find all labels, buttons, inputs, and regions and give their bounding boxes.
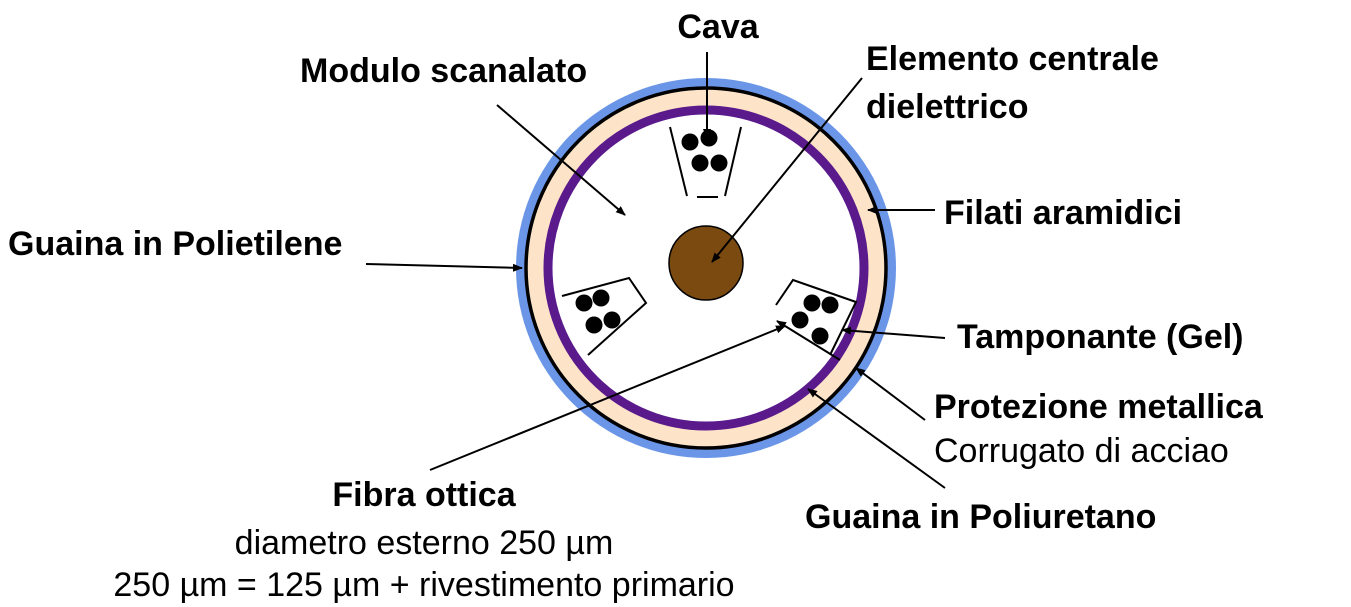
slot-top — [669, 126, 742, 198]
label-dielettrico: dielettrico — [866, 88, 1028, 126]
label-fibra-rivestimento: 250 µm = 125 µm + rivestimento primario — [113, 566, 734, 604]
cable-cross-section — [516, 78, 896, 458]
label-modulo-scanalato: Modulo scanalato — [300, 52, 587, 90]
leader-tamponante — [841, 326, 946, 339]
leader-fibra-2 — [776, 320, 841, 361]
label-guaina-poliuretano: Guaina in Poliuretano — [805, 498, 1156, 536]
optical-fiber — [592, 289, 610, 307]
label-cava: Cava — [677, 8, 759, 46]
central-dielectric-element — [668, 225, 744, 301]
label-tamponante: Tamponante (Gel) — [957, 318, 1244, 356]
optical-fiber — [791, 311, 809, 329]
label-corrugato: Corrugato di acciao — [934, 432, 1229, 470]
label-filati-aramidici: Filati aramidici — [944, 194, 1182, 232]
leader-guaina-pe — [365, 263, 523, 272]
label-guaina-polietilene: Guaina in Polietilene — [8, 225, 342, 263]
leader-fibra-1 — [429, 325, 786, 471]
label-fibra-ottica: Fibra ottica — [332, 476, 516, 514]
optical-fiber — [603, 311, 621, 329]
label-fibra-diametro: diametro esterno 250 µm — [235, 524, 614, 562]
label-protezione-metallica: Protezione metallica — [934, 388, 1264, 426]
leader-guaina-pu — [807, 388, 946, 489]
optical-fiber — [585, 316, 603, 334]
optical-fiber — [811, 327, 829, 345]
leader-lines — [365, 52, 946, 489]
leader-modulo — [496, 104, 626, 216]
leader-protezione — [855, 367, 926, 421]
optical-fiber — [575, 294, 593, 312]
optical-fiber — [691, 154, 709, 172]
leader-elemento — [711, 77, 863, 263]
optical-fiber — [821, 296, 839, 314]
label-elemento-centrale: Elemento centrale — [866, 40, 1159, 78]
labels: Cava Modulo scanalato Elemento centrale … — [8, 8, 1264, 604]
optical-fiber — [681, 133, 699, 151]
optical-fiber — [700, 129, 718, 147]
slot-left — [561, 276, 648, 356]
optical-fiber — [710, 154, 728, 172]
optical-fiber — [803, 294, 821, 312]
